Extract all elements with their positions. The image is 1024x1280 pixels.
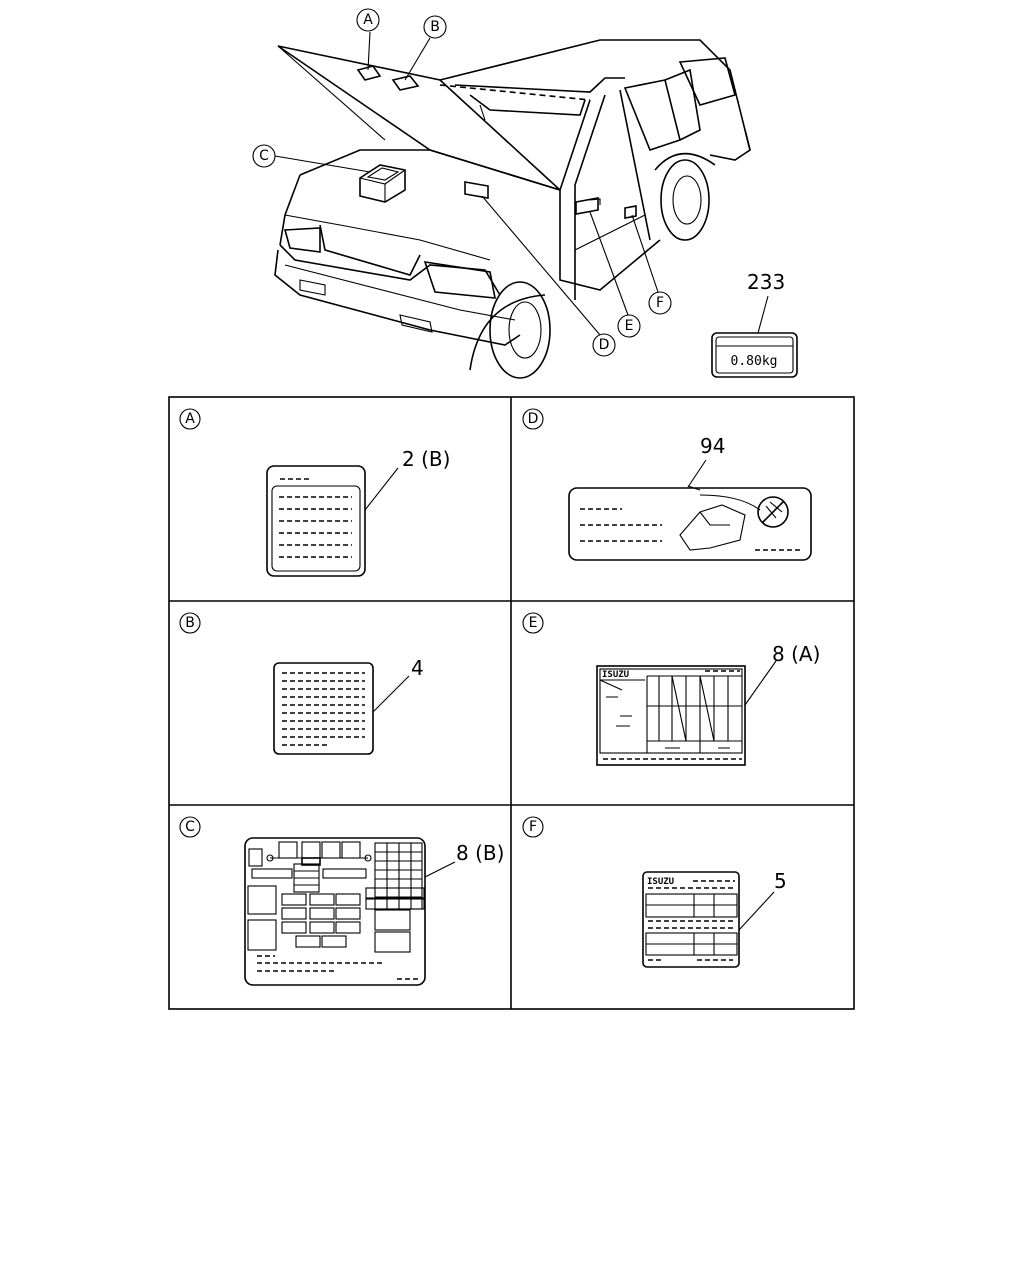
- vehicle-callout-b: B: [430, 19, 440, 35]
- panel-a: A 2 (B): [179, 408, 450, 577]
- panel-e-part-label: 8 (A): [772, 642, 820, 666]
- weight-tag-value: 0.80kg: [731, 354, 778, 369]
- panel-f-letter: F: [529, 819, 537, 835]
- vehicle-callout-e: E: [625, 318, 634, 334]
- panel-a-part-label: 2 (B): [402, 447, 450, 471]
- weight-tag-part-number: 233: [747, 270, 785, 294]
- weight-tag: 233 0.80kg: [711, 270, 798, 378]
- panel-e-brand: ISUZU: [602, 670, 629, 680]
- panel-c: C: [179, 816, 504, 986]
- panel-b: B 4: [179, 612, 424, 755]
- panel-a-letter: A: [185, 411, 195, 427]
- panel-d-part-label: 94: [700, 434, 725, 458]
- panel-f-brand: ISUZU: [647, 877, 674, 887]
- vehicle-callout-d: D: [599, 337, 610, 353]
- panel-b-part-label: 4: [411, 656, 424, 680]
- vehicle-illustration: A B C D E F: [252, 8, 751, 379]
- panel-d: D 94: [522, 408, 812, 561]
- panel-f-part-label: 5: [774, 869, 787, 893]
- vehicle-callout-a: A: [363, 12, 373, 28]
- panel-d-letter: D: [528, 411, 539, 427]
- panel-b-letter: B: [185, 615, 195, 631]
- panel-c-letter: C: [185, 819, 195, 835]
- vehicle-callout-f: F: [656, 295, 664, 311]
- label-panel-grid: [168, 396, 855, 1010]
- panel-e: E ISUZU 8 (A): [522, 612, 820, 766]
- panel-c-part-label: 8 (B): [456, 841, 504, 865]
- vehicle-callout-c: C: [259, 148, 269, 164]
- panel-e-letter: E: [529, 615, 538, 631]
- panel-f: F ISUZU 5: [522, 816, 787, 968]
